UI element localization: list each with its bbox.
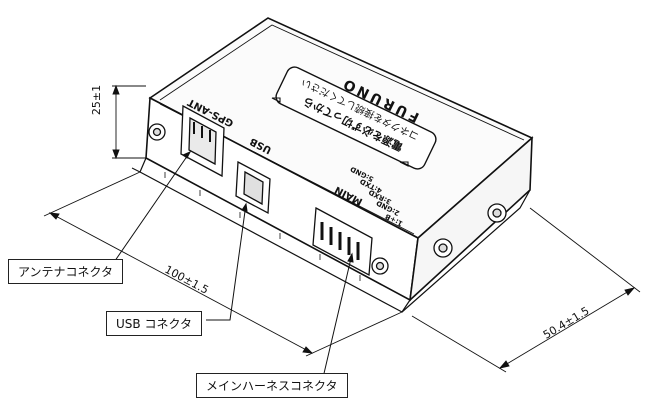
callout-antenna-connector: アンテナコネクタ [8, 259, 124, 284]
arrow-marks [271, 97, 409, 167]
screw-front-right [371, 257, 389, 275]
screw-side-1 [433, 238, 453, 258]
screw-side-2 [487, 203, 507, 223]
gps-ant-connector [180, 104, 225, 178]
screw-front-left [148, 123, 166, 141]
main-connector [312, 206, 373, 277]
dim-height: 25±1 [90, 85, 103, 115]
device-body [131, 17, 534, 313]
callout-main-harness-connector: メインハーネスコネクタ [196, 373, 348, 398]
usb-connector [235, 160, 271, 215]
dim-width: 50.4±1.5 [541, 304, 592, 342]
dim-length: 100±1.5 [163, 263, 211, 297]
callout-usb-connector: USB コネクタ [106, 311, 202, 336]
dimension-lines [43, 84, 641, 373]
